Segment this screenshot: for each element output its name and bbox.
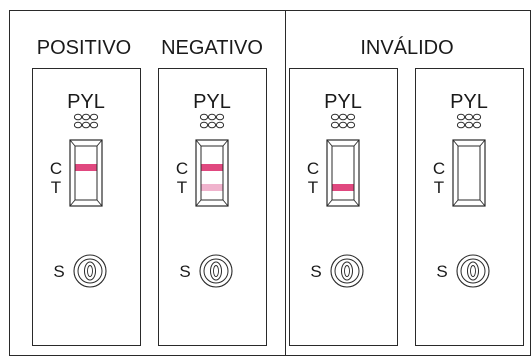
control-line: [75, 164, 97, 171]
cassette-body: [415, 68, 524, 346]
control-marker-label: C: [50, 159, 62, 178]
test-cassette: PYL CT S: [32, 68, 141, 346]
sample-well-icon: [330, 254, 364, 288]
result-window: [326, 139, 360, 207]
negative-heading: NEGATIVO: [161, 37, 263, 59]
sample-well-icon: [456, 254, 490, 288]
control-marker-label: C: [176, 159, 188, 178]
grip-dots-icon: [456, 113, 482, 129]
cassette-body: [32, 68, 141, 346]
group-frame-invalid: [285, 10, 531, 356]
grip-dots-icon: [330, 113, 356, 129]
brand-label: PYL: [450, 91, 488, 113]
result-window: [69, 139, 103, 207]
grip-dots-icon: [73, 113, 99, 129]
cassette-body: [158, 68, 267, 346]
test-cassette: PYL CT S: [158, 68, 267, 346]
grip-dots-icon: [199, 113, 225, 129]
result-window: [195, 139, 229, 207]
result-window: [452, 139, 486, 207]
control-line: [201, 164, 223, 171]
test-marker-label: T: [308, 178, 318, 197]
test-marker-label: T: [434, 178, 444, 197]
test-cassette: PYL CT S: [289, 68, 398, 346]
positive-heading: POSITIVO: [37, 37, 131, 59]
invalid-heading: INVÁLIDO: [360, 36, 453, 59]
test-line: [332, 184, 354, 191]
control-marker-label: C: [307, 159, 319, 178]
cassette-body: [289, 68, 398, 346]
sample-marker-label: S: [436, 262, 447, 281]
test-marker-label: T: [177, 178, 187, 197]
brand-label: PYL: [324, 91, 362, 113]
sample-well-icon: [73, 254, 107, 288]
test-cassette: PYL CT S: [415, 68, 524, 346]
sample-marker-label: S: [179, 262, 190, 281]
brand-label: PYL: [193, 91, 231, 113]
control-marker-label: C: [433, 159, 445, 178]
sample-marker-label: S: [53, 262, 64, 281]
brand-label: PYL: [67, 91, 105, 113]
sample-well-icon: [199, 254, 233, 288]
test-marker-label: T: [51, 178, 61, 197]
sample-marker-label: S: [310, 262, 321, 281]
test-line: [201, 184, 223, 191]
